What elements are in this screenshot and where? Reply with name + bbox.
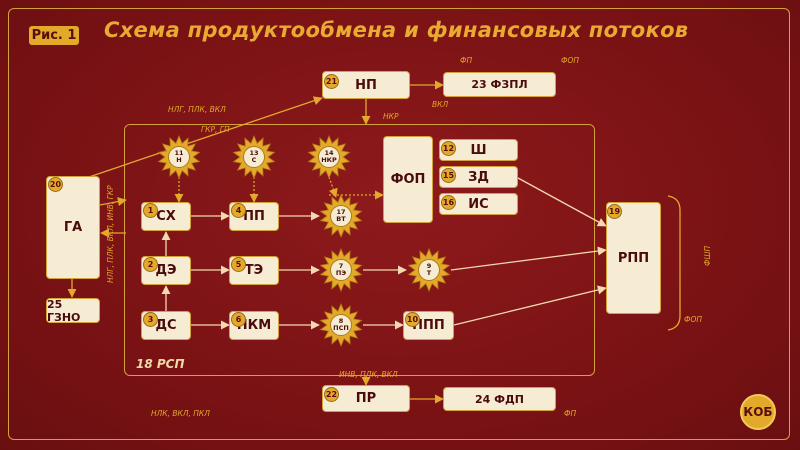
box-zd: ЗД bbox=[439, 166, 518, 188]
sun-8-label: ПСП bbox=[333, 324, 349, 332]
box-fop: ФОП bbox=[383, 136, 433, 223]
figure-label: Рис. 1 bbox=[29, 26, 79, 45]
flow-label-vkl: ВКЛ bbox=[432, 100, 449, 109]
box-is-label: ИС bbox=[468, 196, 489, 212]
flow-label-inv-plk-vkl: ИНВ, ПЛК, ВКЛ bbox=[339, 370, 398, 379]
box-ga-number: 20 bbox=[48, 177, 63, 192]
box-pp-number: 4 bbox=[231, 203, 246, 218]
box-sx: СХ bbox=[141, 202, 191, 231]
box-sh-number: 12 bbox=[441, 141, 456, 156]
box-fdp-label: 24 ФДП bbox=[474, 392, 525, 406]
flow-label-fp-top: ФП bbox=[460, 56, 473, 65]
sun-node-14: 14 НКР bbox=[307, 134, 351, 180]
sun-node-11: 11 Н bbox=[157, 134, 201, 180]
box-np-label: НП bbox=[355, 77, 377, 93]
box-sx-number: 1 bbox=[143, 203, 158, 218]
box-sh-label: Ш bbox=[470, 142, 487, 158]
box-fzpl-label: 23 ФЗПЛ bbox=[471, 78, 528, 91]
sun-9-number: 9 bbox=[426, 262, 432, 270]
arrow-ppp-rpp bbox=[453, 285, 607, 326]
rsp-label: 18 РСП bbox=[136, 357, 185, 371]
kob-logo: КОБ bbox=[740, 394, 776, 430]
box-ds-label: ДС bbox=[155, 318, 177, 333]
sun-17-number: 17 bbox=[336, 208, 346, 216]
sun-11-number: 11 bbox=[174, 149, 184, 157]
sun-7-label: ПЭ bbox=[335, 269, 347, 277]
box-fzpl: 23 ФЗПЛ bbox=[443, 72, 556, 97]
box-is-number: 16 bbox=[441, 195, 456, 210]
box-np-number: 21 bbox=[324, 74, 339, 89]
box-ppp-label: ППП bbox=[412, 318, 445, 333]
box-de: ДЭ bbox=[141, 256, 191, 285]
box-ga: ГА bbox=[46, 176, 100, 279]
box-ppp: ППП bbox=[403, 311, 454, 340]
flow-label-fshp: ФШП bbox=[703, 245, 712, 266]
box-te-number: 5 bbox=[231, 257, 246, 272]
sun-node-8: 8 ПСП bbox=[319, 302, 363, 348]
box-sx-label: СХ bbox=[156, 209, 176, 224]
rsp-region bbox=[124, 124, 595, 376]
box-te-label: ТЭ bbox=[244, 263, 264, 278]
sun-node-7: 7 ПЭ bbox=[319, 247, 363, 293]
outer-frame bbox=[8, 8, 790, 440]
flow-label-left-vertical: НЛГ, ПЛК, ВКЛ, ИНВ, ГКР bbox=[106, 185, 115, 283]
box-gzno-label: 25 ГЗНО bbox=[47, 297, 81, 324]
fop-brace bbox=[667, 195, 681, 331]
flow-label-fp-bottom: ФП bbox=[564, 409, 577, 418]
sun-13-number: 13 bbox=[249, 149, 259, 157]
box-de-number: 2 bbox=[143, 257, 158, 272]
box-ds-number: 3 bbox=[143, 312, 158, 327]
flow-label-nlk-vkl-pkl: НЛК, ВКЛ, ПКЛ bbox=[151, 409, 210, 418]
arrow-t-rpp bbox=[450, 246, 607, 271]
box-de-label: ДЭ bbox=[155, 263, 177, 278]
box-ga-label: ГА bbox=[63, 220, 83, 235]
flow-label-fop-right: ФОП bbox=[684, 315, 702, 324]
sun-node-17: 17 ВТ bbox=[319, 193, 363, 239]
box-pr-label: ПР bbox=[355, 391, 377, 406]
box-zd-number: 15 bbox=[441, 168, 456, 183]
box-sh: Ш bbox=[439, 139, 518, 161]
box-is: ИС bbox=[439, 193, 518, 215]
sun-14-label: НКР bbox=[321, 156, 337, 164]
flow-label-gkr-gp: ГКР, ГП bbox=[201, 125, 230, 134]
box-gzno: 25 ГЗНО bbox=[46, 297, 100, 324]
box-pkm-number: 6 bbox=[231, 312, 246, 327]
sun-11-label: Н bbox=[176, 156, 182, 164]
arrow-zd-rpp bbox=[517, 177, 607, 227]
box-ppp-number: 10 bbox=[405, 312, 420, 327]
box-rpp-number: 19 bbox=[607, 204, 622, 219]
box-pr-number: 22 bbox=[324, 387, 339, 402]
sun-14-number: 14 bbox=[324, 149, 334, 157]
arrow-ga-rsp bbox=[99, 197, 127, 207]
box-rpp-label: РПП bbox=[617, 250, 650, 266]
page-title: Схема продуктообмена и финансовых потоко… bbox=[104, 18, 689, 42]
sun-node-13: 13 С bbox=[232, 134, 276, 180]
arrow-ga-np bbox=[85, 96, 323, 179]
flow-label-nlg-plk-vkl: НЛГ, ПЛК, ВКЛ bbox=[168, 105, 226, 114]
sun-9-label: Т bbox=[426, 269, 432, 277]
flow-label-fop-top: ФОП bbox=[561, 56, 579, 65]
flow-label-nkr: НКР bbox=[383, 112, 399, 121]
sun-8-number: 8 bbox=[338, 317, 344, 325]
box-rpp: РПП bbox=[606, 202, 661, 314]
sun-17-label: ВТ bbox=[336, 215, 346, 223]
sun-13-label: С bbox=[251, 156, 257, 164]
box-zd-label: ЗД bbox=[468, 169, 489, 185]
box-pp-label: ПП bbox=[243, 209, 265, 224]
box-fdp: 24 ФДП bbox=[443, 387, 556, 411]
sun-node-9: 9 Т bbox=[407, 247, 451, 293]
sun-7-number: 7 bbox=[338, 262, 344, 270]
arrow-nkr-vt bbox=[328, 176, 338, 198]
box-fop-label: ФОП bbox=[390, 172, 426, 187]
